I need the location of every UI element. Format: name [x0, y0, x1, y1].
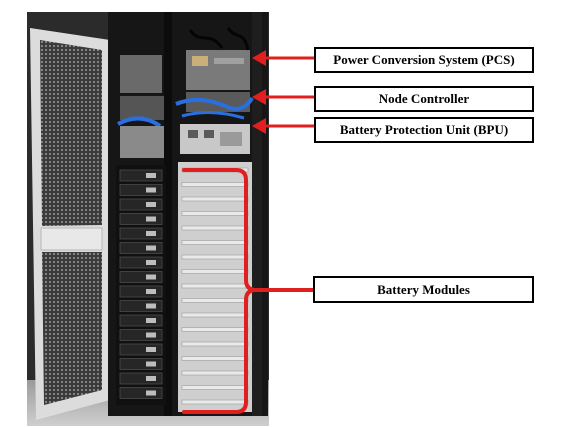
battery-module-handle [146, 289, 156, 294]
battery-module-handle [146, 376, 156, 381]
battery-module [119, 372, 163, 385]
bpu-unit [120, 124, 250, 158]
battery-module [119, 213, 163, 225]
battery-rack-right-bay [178, 162, 252, 412]
battery-module-handle [146, 318, 156, 323]
battery-modules-label: Battery Modules [313, 276, 534, 303]
battery-module [119, 271, 163, 283]
battery-module [119, 329, 163, 341]
node-controller [117, 92, 254, 128]
battery-modules-left-bay [116, 165, 166, 405]
cabinet-door [30, 28, 110, 420]
rack-rail [181, 327, 249, 332]
battery-module [119, 198, 163, 211]
rack-rail [181, 196, 249, 202]
pcs-label: Power Conversion System (PCS) [314, 47, 534, 73]
rack-rail [181, 385, 249, 390]
battery-module-handle [146, 187, 156, 193]
callout-arrows [252, 50, 314, 134]
battery-module-handle [146, 216, 156, 222]
battery-module [119, 285, 163, 298]
rack-rail [181, 182, 249, 187]
battery-module [119, 314, 163, 327]
battery-module [119, 343, 163, 356]
rack-rail [181, 254, 249, 260]
battery-modules-bracket [182, 168, 315, 414]
rack-rail [181, 312, 249, 318]
battery-module [119, 227, 163, 240]
pcs-equipment [120, 27, 250, 93]
battery-module [119, 242, 163, 254]
battery-module [119, 358, 163, 370]
rack-rail [181, 225, 249, 231]
battery-module-handle [146, 245, 156, 251]
rack-rail [181, 283, 249, 289]
rack-rail [181, 356, 249, 361]
battery-module [119, 184, 163, 196]
battery-module-handle [146, 347, 156, 352]
rack-rail [181, 341, 249, 347]
battery-module [119, 169, 163, 182]
node-controller-label: Node Controller [314, 86, 534, 112]
battery-module-handle [146, 274, 156, 280]
battery-module-handle [146, 303, 156, 309]
rack-rail [181, 269, 249, 274]
battery-module-handle [146, 231, 156, 236]
rack-rail [181, 298, 249, 303]
bpu-label: Battery Protection Unit (BPU) [314, 117, 534, 143]
battery-module-handle [146, 260, 156, 265]
battery-module [119, 256, 163, 269]
rack-rail [181, 211, 249, 216]
battery-module-handle [146, 332, 156, 338]
battery-module-handle [146, 361, 156, 367]
rack-rail [181, 399, 249, 405]
battery-module [119, 387, 163, 399]
battery-module-handle [146, 390, 156, 396]
battery-module-handle [146, 202, 156, 207]
battery-module [119, 300, 163, 312]
rack-rail [181, 370, 249, 376]
battery-module-handle [146, 173, 156, 178]
rack-rail [181, 240, 249, 245]
